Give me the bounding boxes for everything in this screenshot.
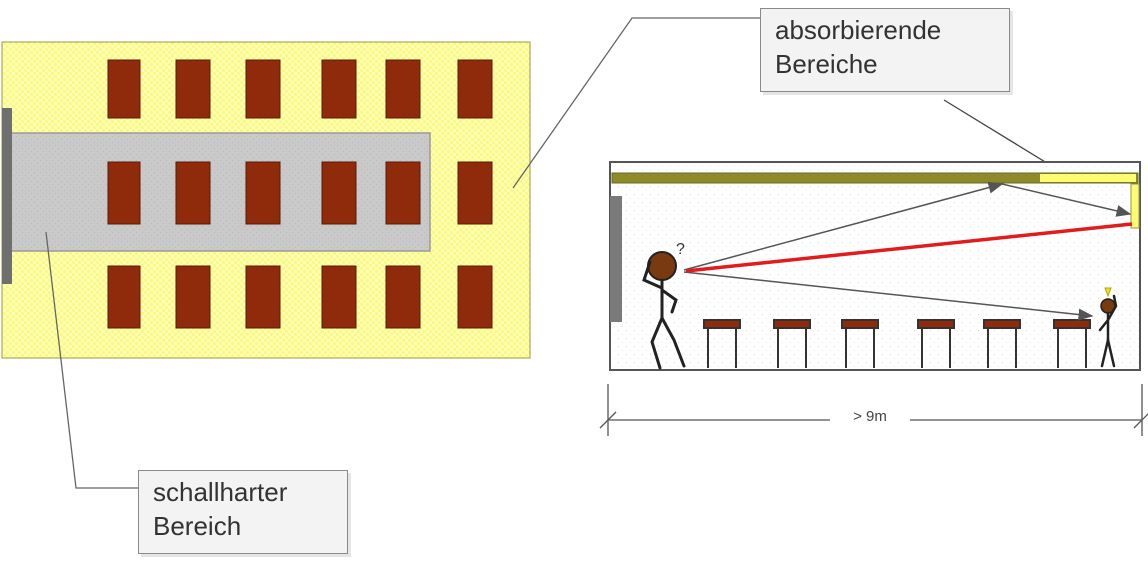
- echo-ray: [685, 222, 1133, 273]
- idea-lightbulb-icon: [1104, 287, 1112, 298]
- reflected-ray-ceiling-to-wall: [1001, 183, 1132, 217]
- speaker-figure: [642, 251, 686, 370]
- desk: [107, 265, 141, 329]
- desk-side: [1053, 319, 1091, 368]
- reflective-label-line1: schallharter: [153, 477, 288, 507]
- desk-side: [773, 319, 811, 368]
- desk-row-bottom: [107, 265, 493, 329]
- floor-plan: [1, 41, 531, 359]
- desk: [245, 59, 281, 119]
- desk: [107, 161, 141, 225]
- desks-side: [703, 319, 1091, 368]
- reflective-area: [9, 132, 431, 252]
- desk: [457, 161, 493, 225]
- desk-row-middle: [107, 161, 493, 225]
- desk: [385, 59, 421, 119]
- desk-row-top: [107, 59, 493, 119]
- leader-line-reflective: [45, 231, 138, 489]
- leader-line-absorbing: [512, 17, 760, 189]
- desk-side: [917, 319, 955, 368]
- desk: [457, 59, 493, 119]
- listener-figure: [1098, 294, 1118, 368]
- back-wall-absorber: [1130, 183, 1140, 229]
- desk-side: [841, 319, 879, 368]
- section-view: ?: [599, 161, 1148, 436]
- desk: [107, 59, 141, 119]
- desk: [175, 265, 211, 329]
- front-wall-board-section: [610, 196, 622, 322]
- reflective-area-label: schallharter Bereich: [138, 470, 348, 554]
- reflective-label-line2: Bereich: [153, 511, 242, 541]
- desk-side: [983, 319, 1021, 368]
- desk: [385, 161, 421, 225]
- desk: [457, 265, 493, 329]
- desk: [245, 265, 281, 329]
- absorbing-areas-label: absorbierende Bereiche: [760, 8, 1010, 92]
- question-mark: ?: [676, 241, 685, 258]
- desk: [175, 59, 211, 119]
- ceiling-absorber: [611, 172, 1139, 184]
- desk: [321, 59, 357, 119]
- desk: [321, 161, 357, 225]
- front-wall-board: [2, 108, 12, 284]
- direct-sound-ray: [683, 271, 1094, 321]
- desk-side: [703, 319, 741, 368]
- dimension-label: > 9m: [830, 408, 910, 425]
- desk: [321, 265, 357, 329]
- absorbing-label-line2: Bereiche: [775, 49, 878, 79]
- ceiling-absorber-light: [1040, 174, 1136, 182]
- reflected-ray-to-ceiling: [683, 181, 1004, 271]
- desk: [245, 161, 281, 225]
- absorbing-label-line1: absorbierende: [775, 15, 942, 45]
- desk: [175, 161, 211, 225]
- desk: [385, 265, 421, 329]
